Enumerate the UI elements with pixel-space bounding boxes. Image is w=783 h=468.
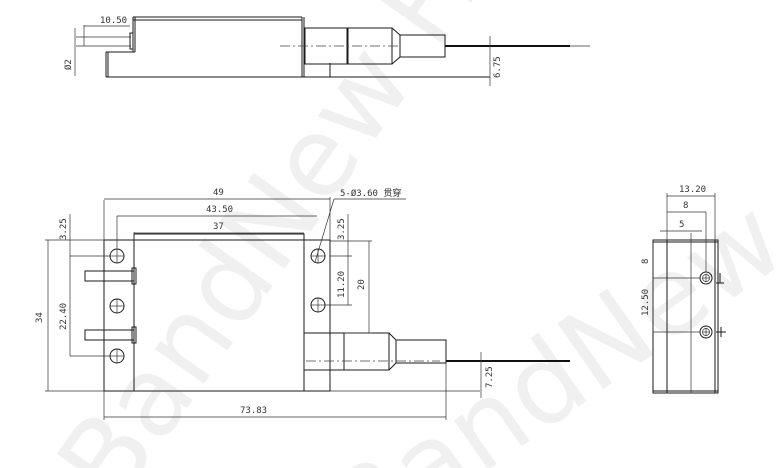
end-view: 13.20 8 5 8 12.50 — [641, 185, 726, 394]
dim-top-offset-left: 3.25 — [59, 218, 69, 240]
dim-end-hole-top: 8 — [641, 259, 651, 264]
dim-fiber-height: 6.75 — [493, 56, 503, 78]
dim-height: 34 — [35, 312, 45, 323]
dim-end-inner: 5 — [679, 220, 684, 230]
dim-hole-spacing: 43.50 — [206, 205, 233, 215]
dim-lead-diameter: Ø2 — [63, 59, 74, 70]
dim-total-length: 73.83 — [240, 406, 267, 416]
dim-overall-width: 49 — [213, 188, 224, 198]
dim-fiber-offset: 7.25 — [485, 366, 495, 388]
mounting-hole-5 — [310, 297, 326, 313]
top-view: 49 43.50 37 5-Ø3.60 贯穿 34 3.25 22.40 3.2… — [35, 187, 570, 420]
dim-end-width: 13.20 — [679, 185, 706, 195]
mounting-hole-1 — [109, 248, 125, 264]
dim-right-height: 20 — [357, 279, 367, 290]
hole-callout: 5-Ø3.60 贯穿 — [340, 187, 401, 199]
dim-pin-span: 22.40 — [59, 303, 69, 330]
dim-hole-vertical: 11.20 — [337, 271, 347, 298]
mounting-hole-2 — [109, 298, 125, 314]
dim-end-hole-spacing: 12.50 — [641, 289, 651, 316]
side-view: 10.50 Ø2 6.75 — [63, 16, 590, 86]
dim-lead-length: 10.50 — [100, 16, 127, 26]
dim-end-hole-x: 8 — [683, 201, 688, 211]
mounting-hole-3 — [109, 348, 125, 364]
dim-top-offset-right: 3.25 — [337, 218, 347, 240]
dim-body-width: 37 — [213, 222, 224, 232]
